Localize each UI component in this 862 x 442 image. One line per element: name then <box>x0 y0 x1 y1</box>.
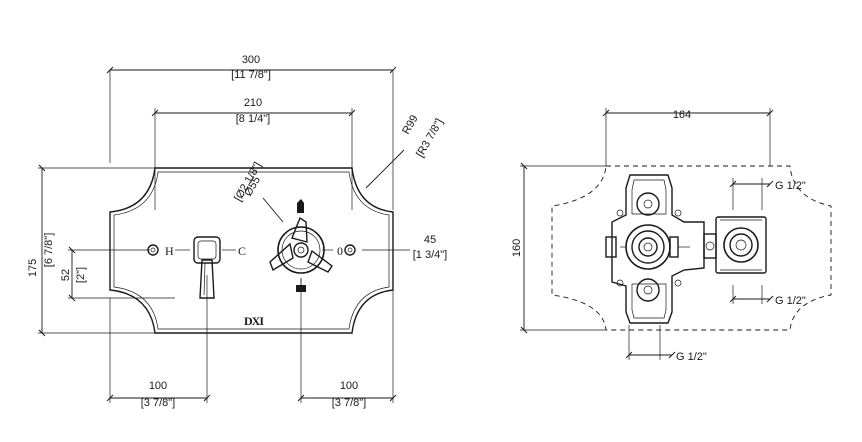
dim-height-lever-in: [2"] <box>75 267 87 283</box>
bath-spout-icon <box>296 278 306 292</box>
temperature-lever <box>175 236 236 299</box>
dim-offset-left-in: [3 7/8"] <box>141 397 175 409</box>
dim-valve-width: 164 <box>673 109 691 121</box>
brand-logo: DXI <box>244 314 264 328</box>
label-hot: H <box>165 244 174 258</box>
dim-width-total-mm: 300 <box>242 54 260 66</box>
valve-body-group: 164 160 G 1/2" G 1/2" G 1/2" <box>511 108 832 363</box>
dim-height-lever-mm: 52 <box>60 269 72 281</box>
front-plate-group: DXI H C 0 300 [11 7/8"] 210 [8 1/4"] R99… <box>27 54 447 409</box>
dim-offset-right-in: [3 7/8"] <box>332 397 366 409</box>
dim-offset-right-mm: 100 <box>340 380 358 392</box>
radius-leader <box>365 149 405 189</box>
label-cold: C <box>238 244 246 258</box>
valve-body <box>605 174 767 324</box>
thread-top-label: G 1/2" <box>775 180 806 192</box>
label-zero: 0 <box>337 244 343 258</box>
dim-width-inner-mm: 210 <box>244 97 262 109</box>
diameter-leader <box>262 197 284 223</box>
dim-width-inner-in: [8 1/4"] <box>236 113 270 125</box>
valve-plate-outline <box>551 165 832 331</box>
dim-offset-left-mm: 100 <box>149 380 167 392</box>
thread-bottom-label: G 1/2" <box>676 351 707 363</box>
right-screw-icon <box>344 244 356 256</box>
left-screw-icon <box>147 244 159 256</box>
dim-valve-height: 160 <box>511 239 523 257</box>
shower-head-icon <box>297 199 304 213</box>
dim-height-total-mm: 175 <box>27 259 39 277</box>
dim-depth-mm: 45 <box>424 234 436 246</box>
dim-radius-mm: R99 <box>400 113 420 136</box>
dim-depth-in: [1 3/4"] <box>413 249 447 261</box>
dim-height-total-in: [6 7/8"] <box>43 233 55 267</box>
front-plate <box>109 167 394 334</box>
thread-right-label: G 1/2" <box>775 295 806 307</box>
dim-width-total-in: [11 7/8"] <box>231 69 271 81</box>
diverter-handle <box>269 216 333 274</box>
dim-radius-in: [R3 7/8"] <box>414 117 446 160</box>
